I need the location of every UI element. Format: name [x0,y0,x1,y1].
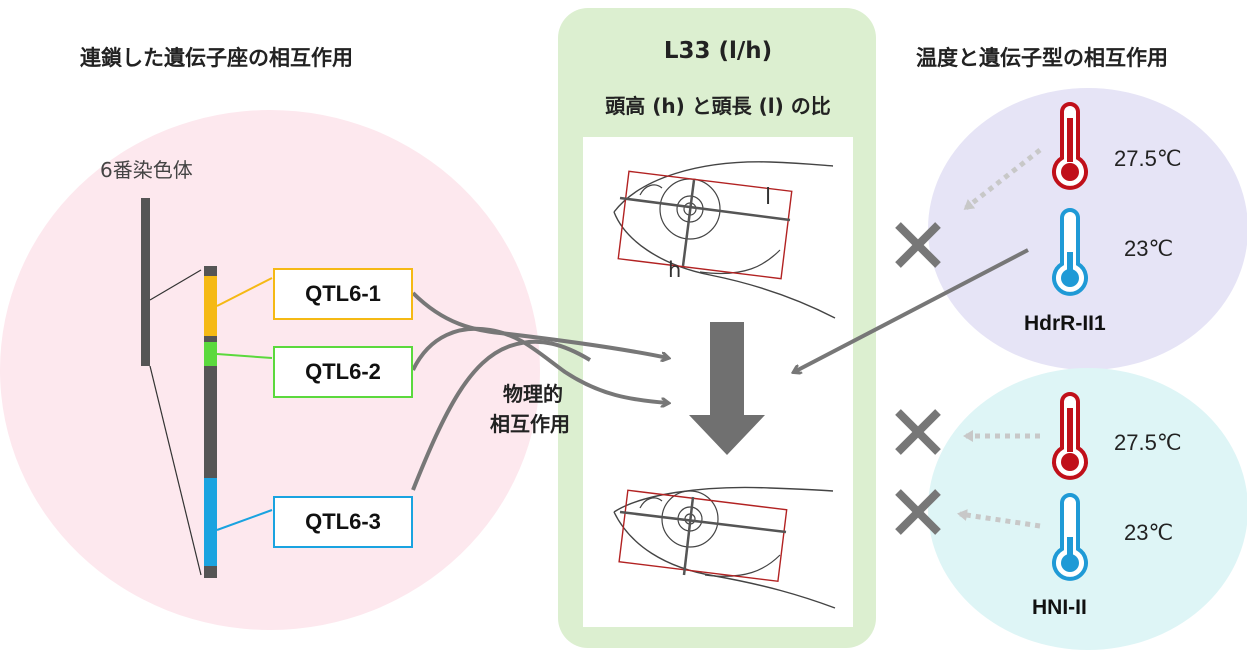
x-mark-hni-hot [895,409,941,455]
hdrr-hot-dotted-arrow [963,148,1042,210]
qtl6-2-arrow-curve [411,326,668,403]
hdrr-background-circle [928,88,1247,370]
zoom-line-bottom [149,365,202,576]
qtl6-1-arrow-curve [411,291,668,358]
qtl6-2-box: QTL6-2 [273,346,413,398]
thermometer-hot-icon [1052,102,1088,190]
qtl6-3-arrow-curve [411,339,592,491]
fish-head-top [613,161,836,319]
height-label: h [668,258,682,282]
hni-background-circle [928,368,1247,650]
right-title: 温度と遺伝子型の相互作用 [916,46,1168,70]
qtl6-2-region [204,342,217,366]
qtl6-3-box: QTL6-3 [273,496,413,548]
qtl6-1-connector [216,277,273,307]
thermometer-cold-icon [1052,208,1088,296]
interaction-label-line2: 相互作用 [490,412,570,436]
left-background-circle [0,110,540,630]
length-label: l [765,185,772,210]
chromosome-full [141,198,150,366]
x-mark-hni-cold [895,489,941,535]
center-subtitle: 頭高 (h) と頭長 (l) の比 [605,94,831,118]
chromosome-label: 6番染色体 [100,158,193,182]
thermometer-cold-icon [1052,493,1088,581]
qtl6-3-region [204,478,217,566]
hdrr-gene-label: HdrR-II1 [1024,312,1106,335]
qtl6-1-box: QTL6-1 [273,268,413,320]
qtl6-1-region [204,276,217,336]
interaction-label-line1: 物理的 [503,382,563,406]
hni-temp-low: 23℃ [1124,520,1174,545]
hni-cold-dotted-arrow [957,509,1041,529]
fish-head-bottom [613,486,836,609]
hni-temp-high: 27.5℃ [1114,430,1182,455]
hdrr-cold-arrow [794,248,1029,372]
x-mark-hdrr [895,222,941,268]
left-title: 連鎖した遺伝子座の相互作用 [80,46,353,70]
hdrr-temp-low: 23℃ [1124,236,1174,261]
center-down-arrow [689,322,765,455]
zoom-line-top [149,269,202,301]
hni-gene-label: HNI-II [1032,596,1087,619]
hdrr-temp-high: 27.5℃ [1114,146,1182,171]
thermometer-hot-icon [1052,392,1088,480]
qtl6-2-connector [216,353,273,359]
center-title: L33 (l/h) [663,38,773,64]
qtl6-3-connector [216,509,273,531]
